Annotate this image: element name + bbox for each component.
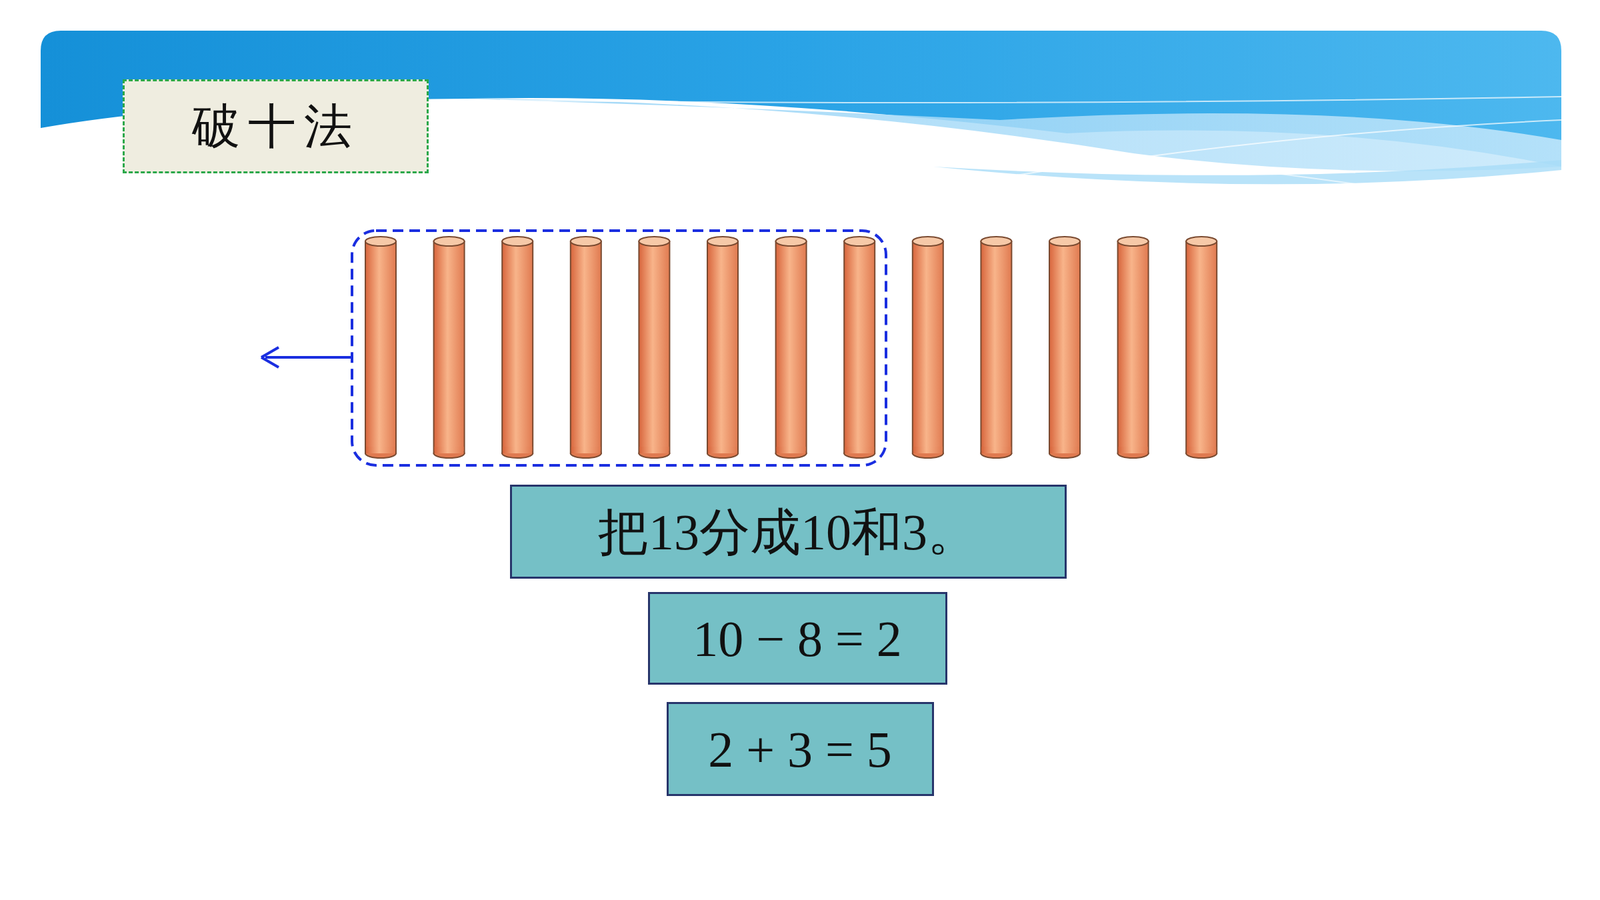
- box-text: 把13分成10和3。: [598, 506, 978, 558]
- title: 破十法: [192, 94, 360, 159]
- group-outline: [352, 230, 886, 466]
- text-box: 10 − 8 = 2: [648, 592, 948, 685]
- move-arrow: [261, 347, 352, 368]
- counting-sticks: [365, 236, 1217, 458]
- text-box: 2 + 3 = 5: [666, 702, 934, 796]
- box-text: 2 + 3 = 5: [708, 724, 892, 775]
- header-band: [40, 30, 1562, 200]
- text-box: 把13分成10和3。: [510, 484, 1067, 579]
- box-text: 10 − 8 = 2: [692, 613, 902, 664]
- title-box: 破十法: [122, 79, 429, 174]
